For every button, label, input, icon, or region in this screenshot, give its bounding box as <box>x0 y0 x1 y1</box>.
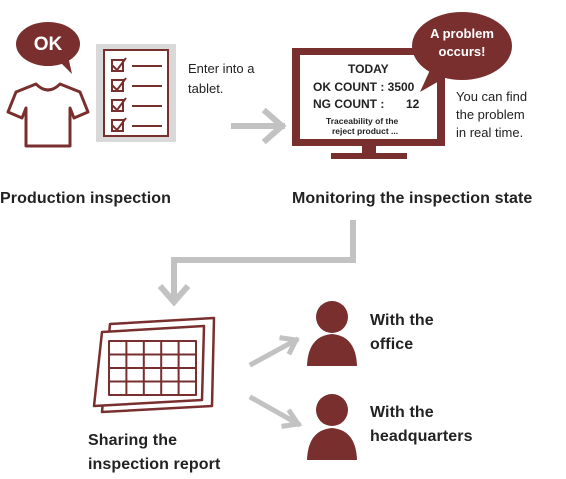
sharing-label-line2: inspection report <box>88 456 221 473</box>
arrow-to-hq-icon <box>248 394 303 429</box>
traceability-line1: Traceability of the <box>326 116 399 126</box>
checklist-icon <box>96 44 176 142</box>
arrow-to-office-icon <box>248 335 300 368</box>
ng-count-label: NG COUNT : <box>313 97 385 111</box>
realtime-note-line3: in real time. <box>456 125 524 140</box>
tablet-note-line2: tablet. <box>188 81 224 96</box>
office-label-line1: With the <box>370 312 434 329</box>
hq-label-line2: headquarters <box>370 428 473 445</box>
realtime-note-line1: You can find <box>456 89 528 104</box>
problem-bubble-icon <box>412 12 512 92</box>
monitor-title: TODAY <box>348 62 389 76</box>
person-icon <box>307 301 357 366</box>
arrow-to-monitor-icon <box>231 107 287 145</box>
office-label-line2: office <box>370 336 414 353</box>
realtime-note-line2: the problem <box>456 107 525 122</box>
person-icon <box>307 394 357 460</box>
ok-bubble-text: OK <box>33 34 63 55</box>
hq-label-line1: With the <box>370 404 434 421</box>
ng-count-value: 12 <box>406 97 420 111</box>
speech-bubble-icon <box>16 22 80 74</box>
tshirt-icon <box>6 82 90 148</box>
ok-count: OK COUNT : 3500 <box>313 80 415 94</box>
sharing-label-line1: Sharing the <box>88 432 178 449</box>
problem-bubble-line2: occurs! <box>438 44 486 59</box>
monitoring-label: Monitoring the inspection state <box>292 190 533 207</box>
report-sheets-icon <box>92 316 216 414</box>
tablet-note-line1: Enter into a <box>188 61 255 76</box>
monitor-icon <box>292 48 445 159</box>
traceability-line2: reject product ... <box>332 126 399 136</box>
problem-bubble-line1: A problem <box>430 26 494 41</box>
arrow-down-icon <box>157 220 356 307</box>
production-inspection-label: Production inspection <box>0 190 171 207</box>
